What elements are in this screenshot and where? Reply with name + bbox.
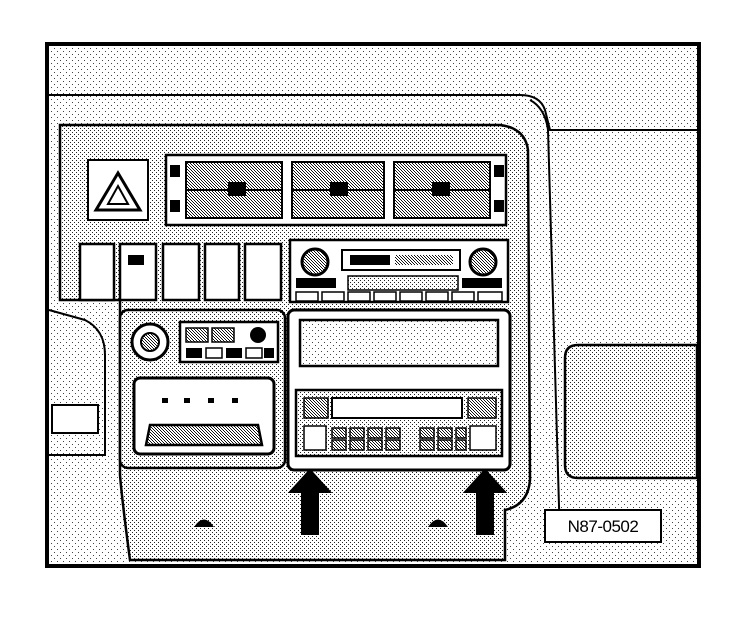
lower-clip-left [194,519,214,527]
ashtray [132,376,276,456]
lower-clip-right [428,519,448,527]
reference-code-box [544,509,662,543]
arrow-right [462,468,508,535]
dashboard-upper-edge [49,94,697,131]
switch-row [78,242,283,302]
arrow-left [287,468,333,535]
reference-code: N87-0502 [568,517,639,536]
small-control-unit [178,320,280,364]
air-vents [164,153,508,227]
climate-control-unit [288,238,510,304]
right-panel-recess [563,343,699,480]
left-side-vent [51,404,99,434]
radio-unit [286,308,512,472]
hazard-triangle-icon [93,170,143,212]
dashboard-right-panel-edge [529,99,561,541]
